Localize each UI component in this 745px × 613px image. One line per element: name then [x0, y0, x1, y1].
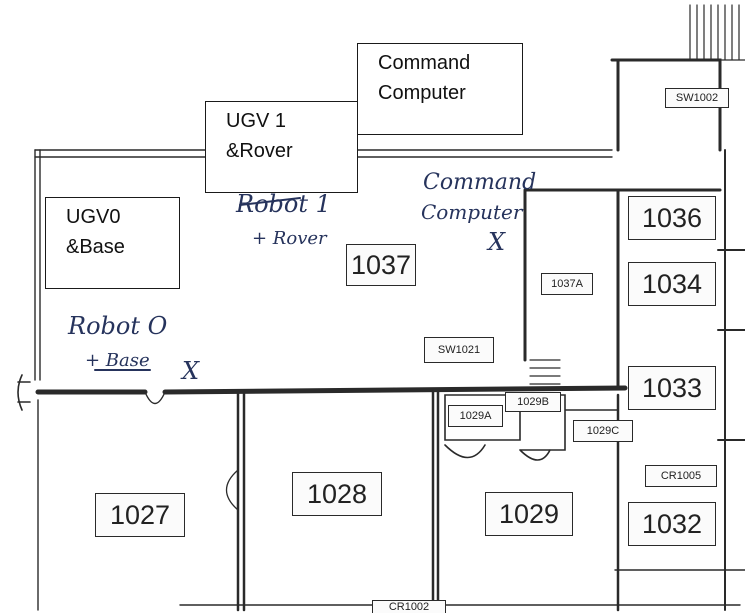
- east-core: [523, 58, 722, 390]
- hand-robot0-line1: Robot O: [68, 312, 168, 340]
- door-1028: [225, 469, 239, 511]
- command-callout-line2: Computer: [378, 82, 466, 104]
- room-1036: 1036: [628, 196, 716, 240]
- ugv1-callout: UGV 1 &Rover: [205, 101, 358, 193]
- command-callout-line1: Command: [378, 52, 471, 74]
- hand-robot1-line1: Robot 1: [236, 190, 331, 218]
- ugv0-callout-line1: UGV0: [66, 206, 121, 228]
- room-1027: 1027: [95, 493, 185, 537]
- stair: [684, 4, 745, 61]
- command-computer-callout: Command Computer: [357, 43, 523, 135]
- ugv0-callout-line2: &Base: [66, 236, 125, 258]
- room-1029: 1029: [485, 492, 573, 536]
- hand-robot0-marker: X: [182, 357, 200, 385]
- small-rooms: [444, 394, 619, 461]
- robot1-underline: [239, 197, 301, 206]
- room-1029c: 1029C: [573, 420, 633, 442]
- room-1034: 1034: [628, 262, 716, 306]
- wall-1028-1029: [431, 390, 440, 612]
- small-stair: [529, 359, 561, 385]
- west-door: [17, 374, 31, 411]
- ugv1-callout-line1: UGV 1: [226, 110, 287, 132]
- room-1037: 1037: [346, 244, 416, 286]
- hand-command-marker: X: [488, 228, 506, 256]
- hand-robot0-line2: + Base: [85, 350, 150, 371]
- hand-command-line1: Command: [423, 170, 537, 195]
- room-1033: 1033: [628, 366, 716, 410]
- ugv1-callout-line2: &Rover: [226, 140, 293, 162]
- switch-sw1002: SW1002: [665, 88, 729, 108]
- room-1037a: 1037A: [541, 273, 593, 295]
- west-wall: [34, 149, 41, 611]
- hand-command-line2: Computer: [421, 200, 523, 224]
- east-wall: [717, 149, 745, 611]
- ugv0-callout: UGV0 &Base: [45, 197, 180, 289]
- bottom-walls: [179, 569, 745, 606]
- switch-sw1021: SW1021: [424, 337, 494, 363]
- wall-1027-1028: [236, 390, 246, 612]
- hand-robot1-line2: + Rover: [252, 228, 327, 249]
- corridor-door: [144, 391, 166, 405]
- room-1028: 1028: [292, 472, 382, 516]
- room-cr1002: CR1002: [372, 600, 446, 613]
- room-1029a: 1029A: [448, 405, 503, 427]
- room-cr1005: CR1005: [645, 465, 717, 487]
- room-1029b: 1029B: [505, 392, 561, 412]
- corridor-wall: [35, 385, 628, 395]
- room-1032: 1032: [628, 502, 716, 546]
